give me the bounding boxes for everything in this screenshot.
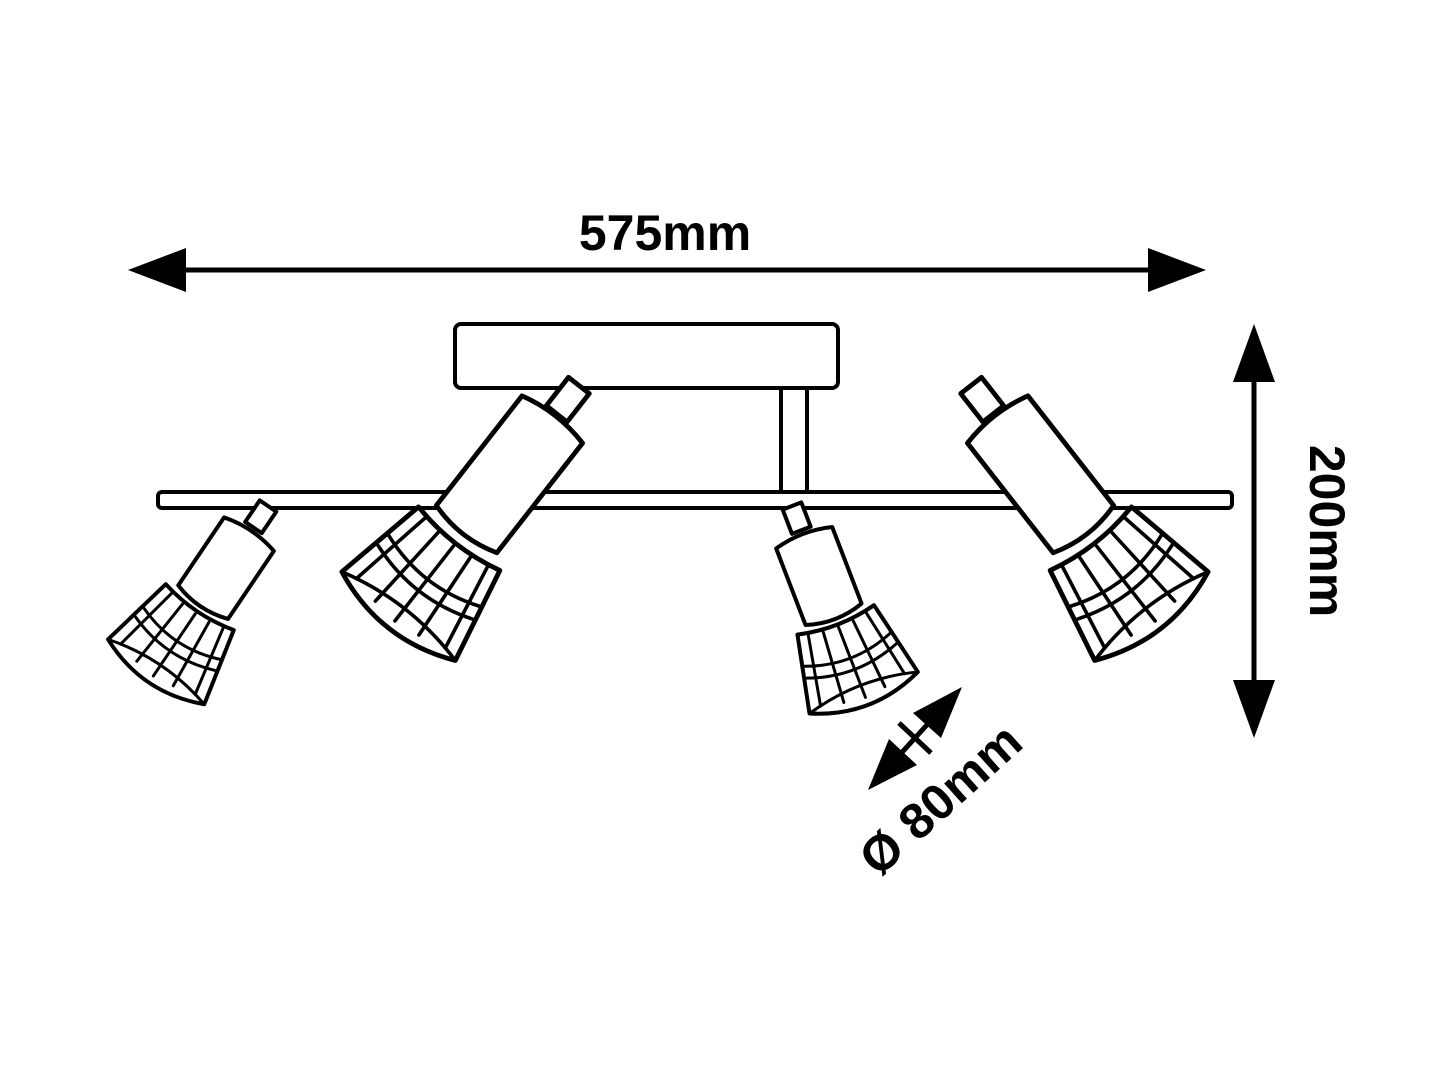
diameter-arrowhead-lower: [868, 739, 917, 790]
diameter-arrowhead-upper: [913, 687, 962, 738]
height-dimension-label: 200mm: [1299, 445, 1355, 617]
mount-stem: [779, 386, 809, 498]
rail: [156, 490, 1234, 510]
diameter-dimension-label: Ø 80mm: [849, 713, 1033, 887]
diameter-dimension: Ø 80mm: [849, 687, 1033, 886]
lamp-3: [735, 483, 925, 728]
ceiling-mount-plate: [453, 322, 840, 390]
height-dimension: 200mm: [1233, 324, 1355, 738]
width-dimension: 575mm: [128, 205, 1206, 292]
height-arrowhead-bottom: [1233, 680, 1275, 738]
diameter-tick: [897, 721, 933, 755]
spotlight-fixture: [98, 322, 1234, 728]
width-arrowhead-left: [128, 248, 186, 292]
height-arrowhead-top: [1233, 324, 1275, 382]
width-dimension-label: 575mm: [579, 205, 751, 261]
width-arrowhead-right: [1148, 248, 1206, 292]
